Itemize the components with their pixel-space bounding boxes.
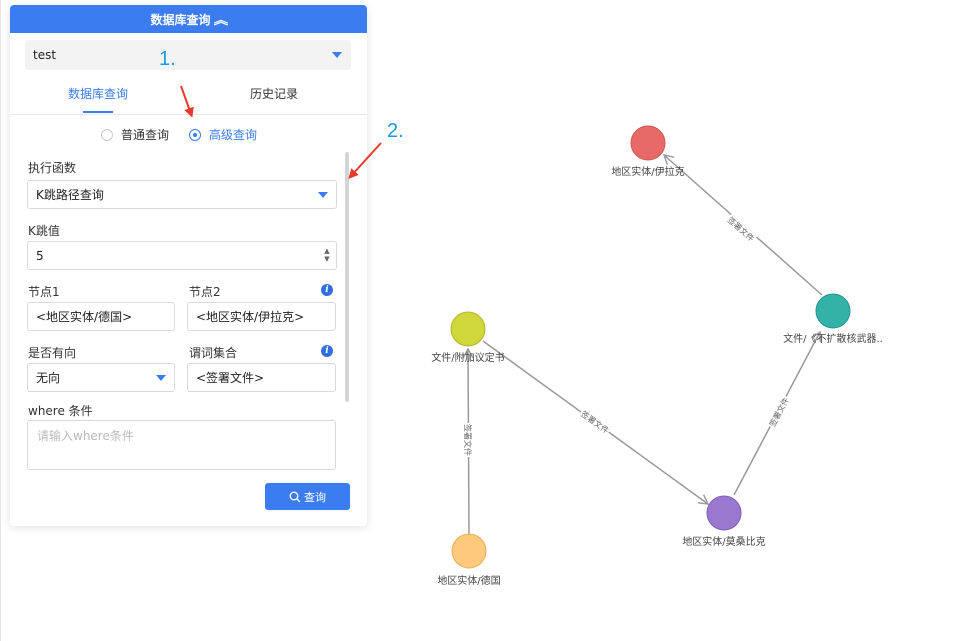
graph-node-npt[interactable]: 文件/《不扩散核武器.. [783, 293, 883, 345]
graph-node-mozambique[interactable]: 地区实体/莫桑比克 [682, 495, 766, 548]
where-textarea[interactable]: 请输入where条件 [27, 420, 336, 470]
panel-header[interactable]: 数据库查询 ︽ [10, 5, 367, 33]
node-label: 地区实体/德国 [437, 574, 500, 587]
edge-label: 签署文件 [767, 396, 791, 429]
k-value-input[interactable]: 5 ▲▼ [27, 241, 337, 270]
where-placeholder: 请输入where条件 [37, 429, 134, 443]
graph-node-iraq[interactable]: 地区实体/伊拉克 [611, 125, 685, 178]
k-value-label: K跳值 [28, 224, 60, 238]
tab-bar: 数据库查询 历史记录 [10, 75, 367, 115]
node1-value: <地区实体/德国> [36, 310, 133, 324]
radio-advanced-query[interactable]: 高级查询 [189, 126, 257, 143]
query-button-label: 查询 [304, 490, 326, 504]
graph-node-germany[interactable]: 地区实体/德国 [437, 533, 501, 587]
graph-node-protocol[interactable]: 文件/附加议定书 [431, 311, 505, 364]
panel-title: 数据库查询 [150, 12, 211, 27]
node2-input[interactable]: <地区实体/伊拉克> [187, 302, 336, 331]
tab-history[interactable]: 历史记录 [250, 87, 299, 101]
radio-normal-query[interactable]: 普通查询 [101, 126, 169, 143]
radio-unchecked-icon [101, 128, 113, 141]
info-icon[interactable]: i [321, 284, 333, 296]
active-tab-indicator [83, 111, 113, 113]
graph-edge[interactable]: 签署文件 [733, 330, 821, 496]
directed-select[interactable]: 无向 [27, 363, 175, 392]
radio-checked-icon [189, 128, 201, 141]
function-label: 执行函数 [28, 161, 77, 175]
number-stepper-icon[interactable]: ▲▼ [324, 247, 330, 263]
edge-label: 签署文件 [579, 409, 611, 436]
directed-label: 是否有向 [28, 346, 77, 360]
predicate-value: <签署文件> [196, 371, 265, 385]
node-label: 文件/附加议定书 [431, 351, 504, 364]
tab-database-query[interactable]: 数据库查询 [68, 87, 129, 101]
function-select-value: K跳路径查询 [36, 188, 104, 202]
predicate-input[interactable]: <签署文件> [187, 363, 336, 392]
query-button[interactable]: 查询 [265, 483, 350, 510]
predicate-label: 谓词集合 [189, 346, 238, 360]
annotation-step2: 2. [387, 120, 404, 142]
graph-edge[interactable]: 签署文件 [662, 154, 823, 296]
node2-value: <地区实体/伊拉克> [196, 310, 305, 324]
dropdown-arrow-icon [156, 375, 166, 381]
k-value-text: 5 [36, 248, 44, 263]
graph-edge[interactable]: 签署文件 [462, 347, 474, 535]
node-label: 文件/《不扩散核武器.. [783, 332, 883, 345]
search-icon [289, 491, 301, 502]
function-select[interactable]: K跳路径查询 [27, 180, 337, 209]
form-scrollbar[interactable] [345, 152, 349, 402]
node-label: 地区实体/莫桑比克 [682, 535, 765, 548]
edge-label: 签署文件 [463, 424, 473, 456]
dropdown-arrow-icon [332, 52, 342, 58]
directed-select-value: 无向 [36, 371, 61, 385]
database-select-value: test [33, 48, 57, 62]
node-label: 地区实体/伊拉克 [611, 165, 684, 178]
node1-label: 节点1 [28, 285, 60, 299]
query-mode-radio-group: 普通查询 高级查询 [10, 126, 367, 144]
where-label: where 条件 [28, 404, 93, 418]
node2-label: 节点2 [189, 285, 221, 299]
page-left-border [0, 0, 1, 641]
radio-normal-label: 普通查询 [121, 128, 170, 142]
dropdown-arrow-icon [318, 192, 328, 198]
info-icon[interactable]: i [321, 345, 333, 357]
database-query-panel: 数据库查询 ︽ test 数据库查询 历史记录 普通查询 高级查询 执行函数 K… [10, 5, 367, 526]
edge-label: 签署文件 [726, 215, 757, 244]
graph-edge[interactable]: 签署文件 [482, 340, 710, 505]
annotation-step1: 1. [159, 48, 176, 70]
radio-advanced-label: 高级查询 [209, 128, 258, 142]
chevron-up-double-icon[interactable]: ︽ [213, 12, 228, 27]
node1-input[interactable]: <地区实体/德国> [27, 302, 175, 331]
database-select[interactable]: test [25, 40, 351, 70]
